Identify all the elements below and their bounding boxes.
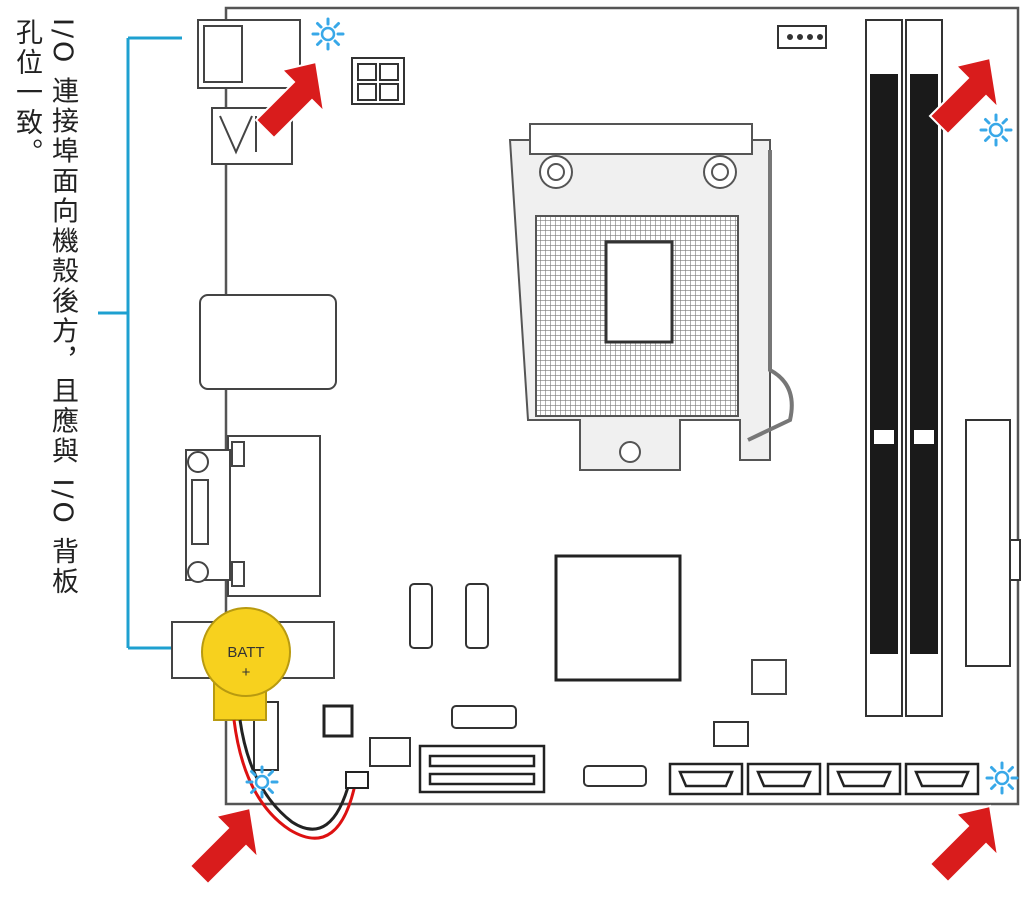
atx-power-connector bbox=[965, 419, 1021, 667]
small-chip bbox=[751, 659, 787, 695]
caption-line-1: I/O 連接埠面向機殼後方，且應與 I/O 背板 bbox=[47, 18, 78, 598]
cpu-socket bbox=[508, 123, 794, 471]
dimm-slots bbox=[865, 19, 943, 717]
cpu-power-connector bbox=[351, 25, 827, 105]
battery-polarity: + bbox=[241, 664, 251, 681]
pcie-slot bbox=[418, 744, 546, 794]
chipset bbox=[554, 554, 682, 682]
small-chip-2 bbox=[322, 704, 354, 738]
caption-line-2: 孔位一致。 bbox=[11, 18, 42, 168]
cmos-battery bbox=[201, 607, 369, 840]
io-bracket bbox=[98, 36, 182, 650]
battery-label: BATT bbox=[227, 644, 265, 661]
sata-ports bbox=[668, 762, 980, 796]
